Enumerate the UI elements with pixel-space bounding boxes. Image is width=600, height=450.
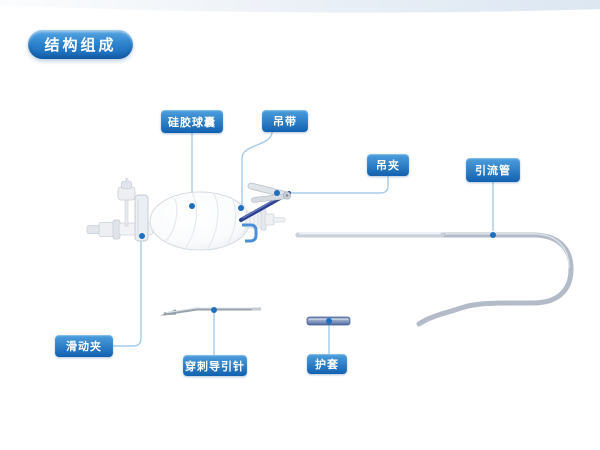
section-title-text: 结构组成 xyxy=(44,37,117,54)
label-silicone-balloon: 硅胶球囊 xyxy=(161,110,223,133)
anchor-dots xyxy=(139,190,496,324)
anchor-dot xyxy=(326,318,332,324)
injection-valve xyxy=(117,178,136,227)
blue-neck-clamp xyxy=(242,223,258,243)
anchor-dot xyxy=(189,203,195,209)
label-sheath: 护套 xyxy=(307,354,347,374)
drainage-tube-shape xyxy=(295,232,574,327)
anchor-dot xyxy=(211,307,217,313)
label-puncture-guide-needle: 穿刺导引针 xyxy=(183,355,247,376)
label-sling-strap: 吊带 xyxy=(262,110,308,132)
section-title-badge: 结构组成 xyxy=(28,30,133,59)
balloon-catheter-illustration xyxy=(86,178,291,251)
silicone-balloon-shape xyxy=(149,191,251,251)
anchor-dot xyxy=(274,190,280,196)
hanging-clip-shape xyxy=(247,182,291,203)
label-sliding-clamp: 滑动夹 xyxy=(55,335,113,357)
leader-sling-strap xyxy=(241,131,273,205)
leader-sliding-clamp xyxy=(113,239,142,347)
leader-hanging-clip xyxy=(281,176,389,194)
slide-clamp-shape xyxy=(134,194,149,242)
anchor-dot xyxy=(490,232,496,238)
anchor-dot xyxy=(238,205,244,211)
label-drainage-tube: 引流管 xyxy=(466,158,520,182)
anchor-dot xyxy=(139,233,145,239)
guide-needle-shape xyxy=(160,307,261,316)
label-hanging-clip: 吊夹 xyxy=(367,154,409,176)
leader-lines xyxy=(113,131,494,355)
decorative-top-band xyxy=(0,0,600,13)
